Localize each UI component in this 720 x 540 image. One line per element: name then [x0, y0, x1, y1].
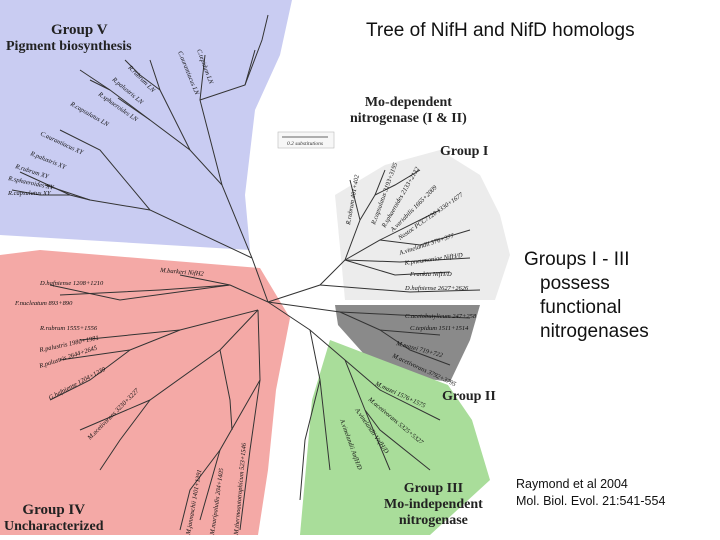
mo-dependent-line2: nitrogenase (I & II)	[350, 111, 467, 126]
group-iv-subtitle: Uncharacterized	[4, 519, 104, 534]
group-v-subtitle: Pigment biosynthesis	[6, 39, 132, 54]
group-iii-name: Group III	[403, 481, 464, 496]
bullet-text: Groups I - III possess functional nitrog…	[524, 248, 714, 344]
leaf-iv1: M.barkeri NifH2	[159, 267, 205, 278]
citation-line-1: Raymond et al 2004	[516, 477, 628, 491]
group-v-label: Group V Pigment biosynthesis	[6, 22, 132, 55]
group-iii-line3: nitrogenase	[398, 513, 468, 528]
citation-line-2: Mol. Biol. Evol. 21:541-554	[516, 494, 666, 508]
slide-title: Tree of NifH and NifD homologs	[366, 20, 635, 41]
scale-bar-label: 0.2 substitutions	[287, 141, 323, 147]
bullet-line-2: possess	[540, 273, 610, 294]
group-i-region	[335, 150, 510, 300]
group-iii-region	[300, 340, 490, 535]
group-ii-label: Group II	[442, 389, 496, 405]
leaf-v11: R.capsulatus XY	[7, 190, 52, 197]
leaf-ii2: C.tepidum 1511+1514	[410, 325, 469, 332]
group-iv-name: Group IV	[22, 502, 86, 518]
leaf-iv4: R.rubrum 1555+1556	[39, 325, 98, 332]
group-v-name: Group V	[51, 22, 108, 38]
group-iv-region	[0, 250, 290, 535]
scale-bar-box	[277, 131, 335, 149]
bullet-line-4: nitrogenases	[540, 321, 649, 342]
group-ii-name: Group II	[442, 389, 496, 404]
group-v-region	[0, 0, 292, 250]
group-iii-line2: Mo-independent	[384, 497, 483, 512]
mo-dependent-label: Mo-dependent nitrogenase (I & II)	[350, 95, 467, 127]
leaf-ii1: C.acetobutylicum 247+258	[405, 313, 477, 320]
leaf-iv2: D.hafniense 1208+1210	[39, 280, 104, 287]
group-iv-label: Group IV Uncharacterized	[4, 502, 104, 535]
leaf-i1: Frankia NifH/D	[409, 271, 452, 278]
group-i-label: Group I	[440, 144, 488, 160]
group-i-name: Group I	[440, 144, 489, 159]
mo-dependent-line1: Mo-dependent	[364, 95, 452, 110]
tree-branches	[11, 14, 481, 531]
bullet-line-3: functional	[540, 297, 622, 318]
bullet-line-1: Groups I - III	[524, 249, 630, 270]
group-iii-label: Group III Mo-independent nitrogenase	[384, 481, 483, 529]
leaf-i2: D.hafniense 2627+2626	[404, 285, 469, 292]
leaf-iv3: F.nucleatum 893+890	[14, 300, 73, 307]
citation: Raymond et al 2004 Mol. Biol. Evol. 21:5…	[516, 476, 665, 510]
